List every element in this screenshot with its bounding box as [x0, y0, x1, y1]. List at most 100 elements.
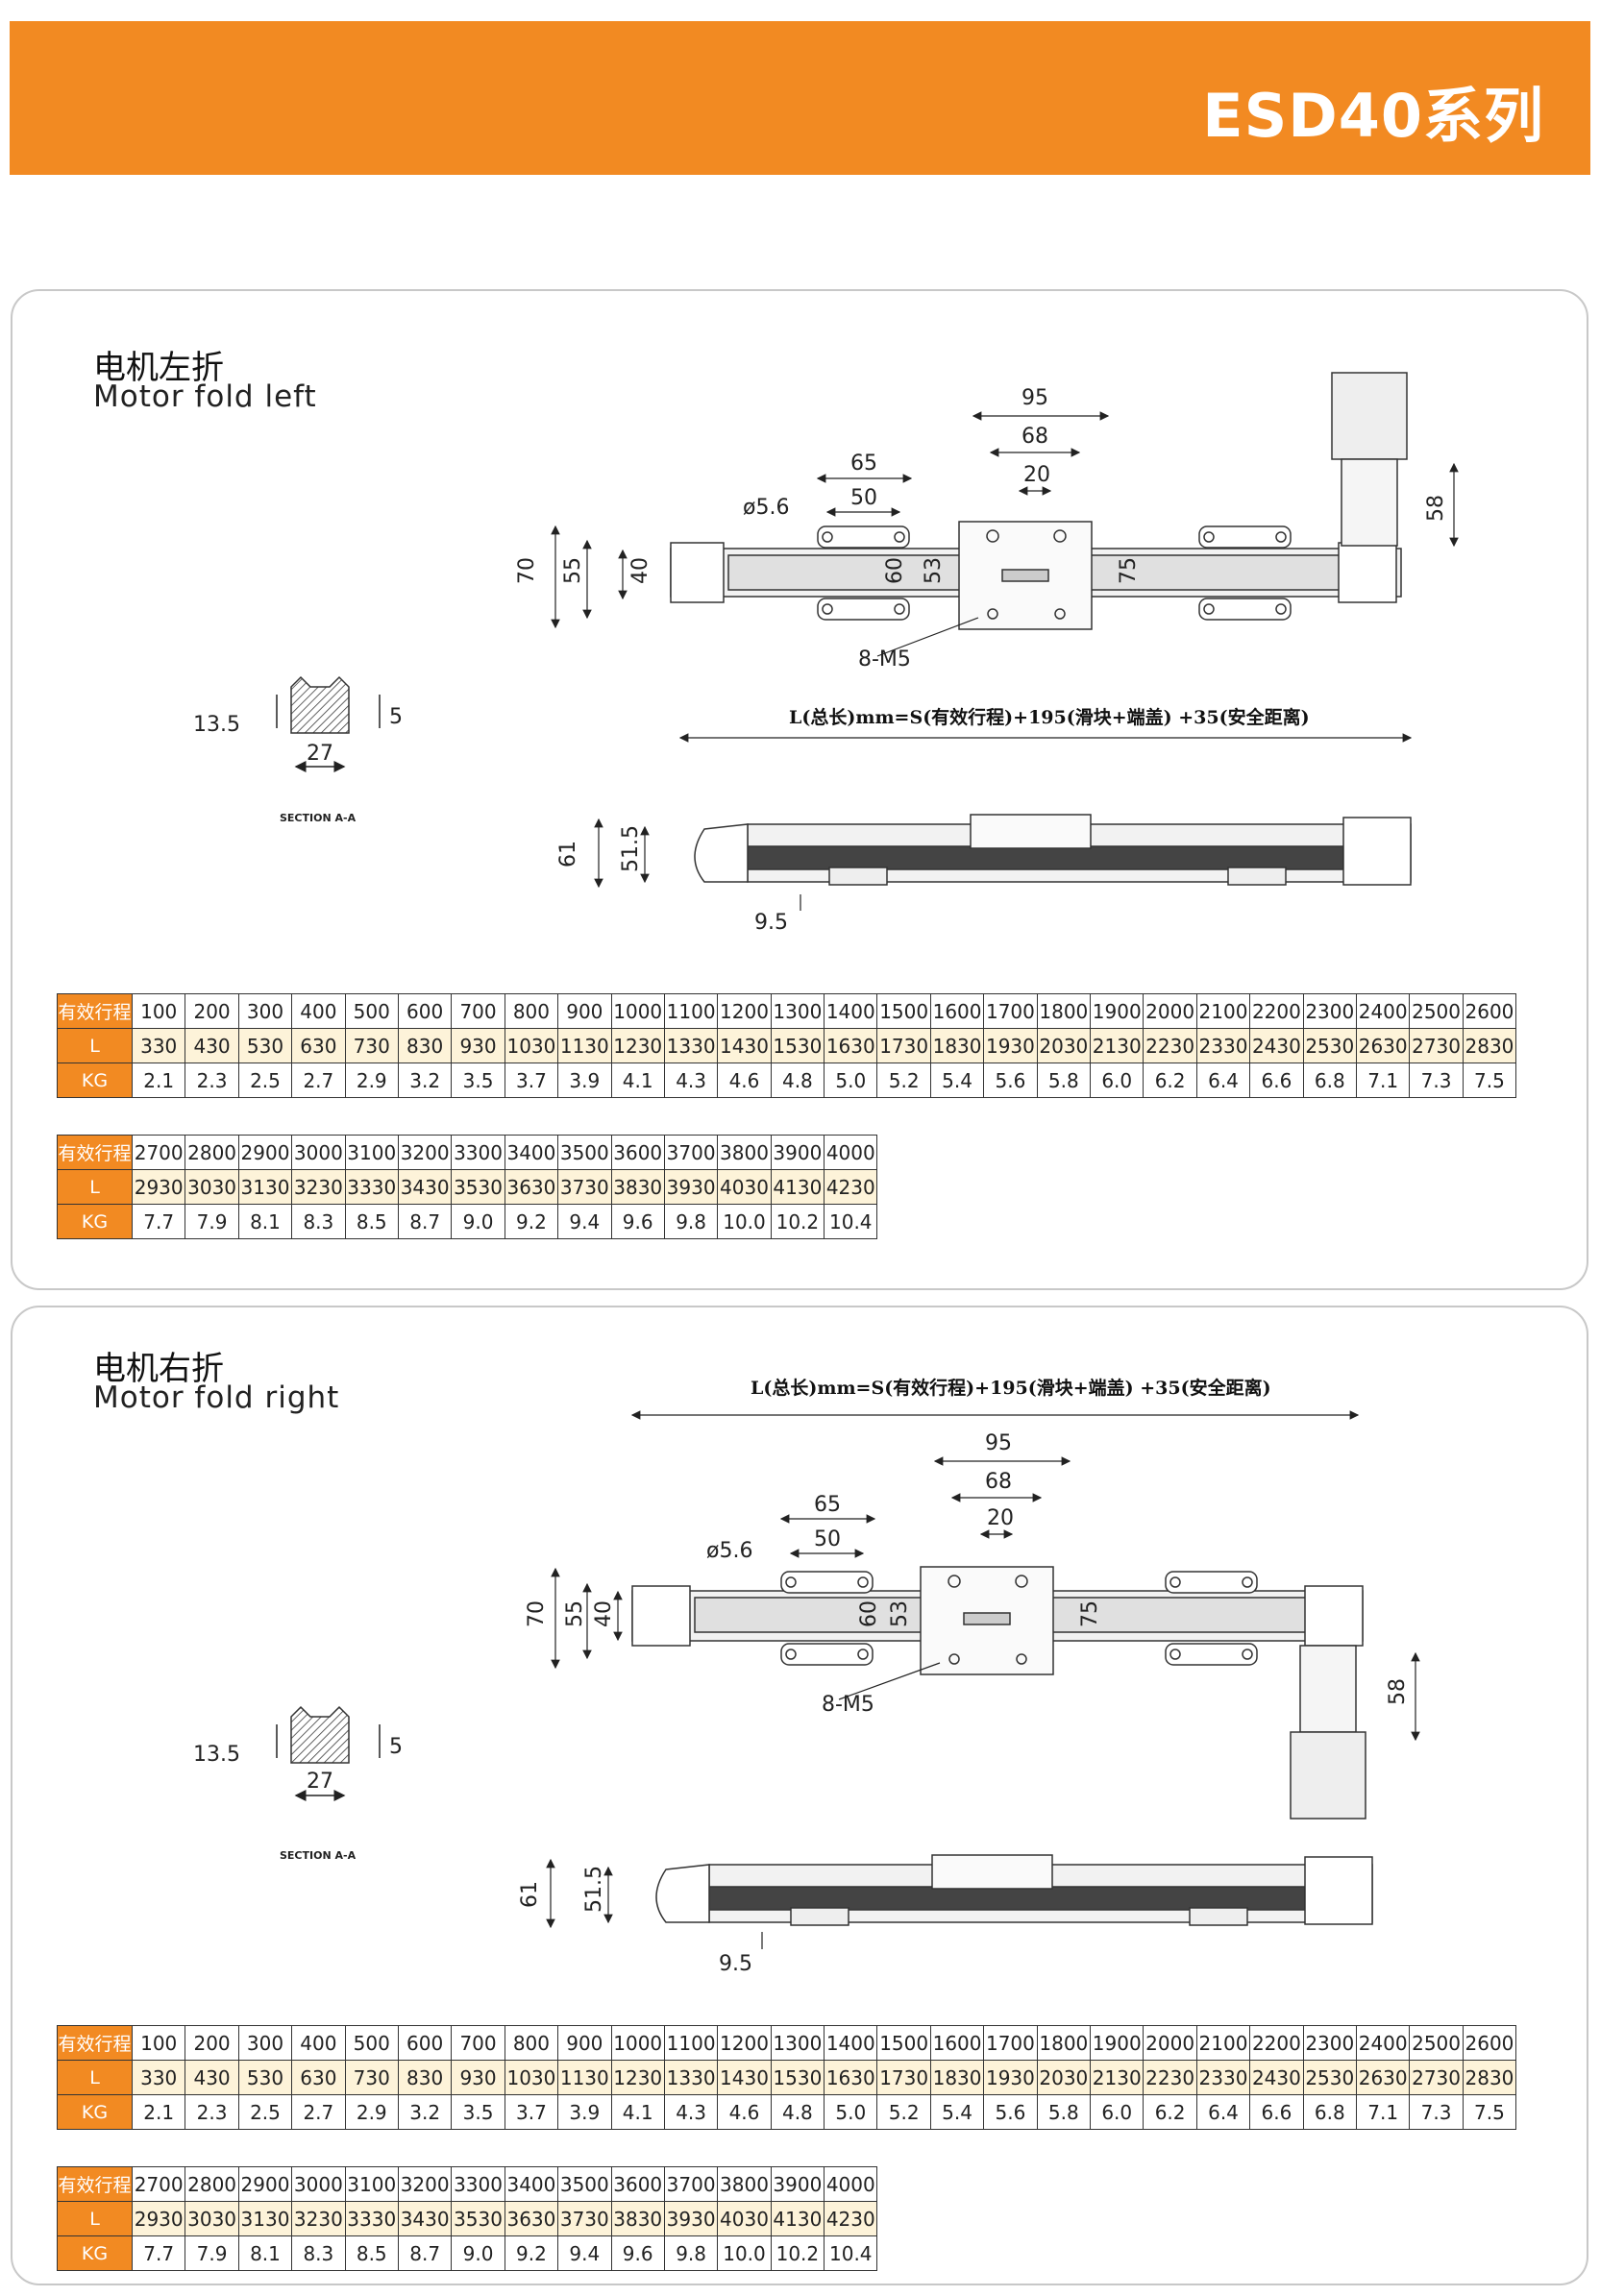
table-cell: 3830 — [610, 1169, 665, 1205]
table-cell: 730 — [344, 2060, 399, 2095]
table-cell: 7.9 — [185, 2235, 239, 2271]
row-header: KG — [57, 1204, 133, 1239]
dim-27: 27 — [307, 742, 333, 766]
table-cell: 3330 — [344, 1169, 399, 1205]
table-cell: 1330 — [663, 1028, 719, 1063]
table-cell: 1330 — [663, 2060, 719, 2095]
table-cell: 3000 — [291, 2166, 346, 2202]
table-cell: 3600 — [610, 2166, 665, 2202]
table-cell: 4.6 — [717, 1063, 772, 1098]
table-cell: 5.2 — [876, 2094, 931, 2130]
table-cell: 1500 — [876, 993, 931, 1029]
table-cell: 2400 — [1355, 993, 1411, 1029]
dim-20: 20 — [987, 1506, 1014, 1530]
row-header: 有效行程 — [57, 2025, 133, 2061]
table-cell: 6.4 — [1195, 1063, 1251, 1098]
section-label: SECTION A-A — [280, 1849, 357, 1862]
table-cell: 2330 — [1195, 1028, 1251, 1063]
table-cell: 4130 — [770, 1169, 825, 1205]
dim-65: 65 — [850, 452, 877, 476]
table-cell: 9.8 — [663, 2235, 719, 2271]
table-cell: 3530 — [451, 1169, 505, 1205]
dim-51-5: 51.5 — [582, 1866, 606, 1913]
table-cell: 1400 — [824, 993, 878, 1029]
table-cell: 6.8 — [1302, 2094, 1357, 2130]
header-banner: ESD40系列 — [10, 21, 1590, 175]
table-cell: 900 — [557, 2025, 612, 2061]
panel-motor-fold-right: 电机右折 Motor fold right L(总长)mm=S(有效行程)+19… — [11, 1306, 1588, 2285]
table-cell: 2530 — [1302, 1028, 1357, 1063]
table-cell: 2900 — [237, 2166, 293, 2202]
table-cell: 3.9 — [557, 1063, 612, 1098]
table-cell: 3130 — [237, 1169, 293, 1205]
table-cell: 330 — [131, 1028, 186, 1063]
table-cell: 5.4 — [929, 2094, 985, 2130]
dim-51-5: 51.5 — [619, 825, 643, 872]
table-cell: 8.7 — [397, 2235, 453, 2271]
table-cell: 830 — [397, 1028, 453, 1063]
table-cell: 2430 — [1249, 1028, 1304, 1063]
table-cell: 8.7 — [397, 1204, 453, 1239]
technical-drawing-right: L(总长)mm=S(有效行程)+195(滑块+端盖) +35(安全距离) — [193, 1377, 1420, 1976]
table-cell: 4.3 — [663, 2094, 719, 2130]
table-cell: 4000 — [824, 2166, 878, 2202]
table-cell: 3730 — [557, 2201, 612, 2236]
row-header: KG — [57, 2235, 133, 2271]
table-cell: 2130 — [1090, 2060, 1145, 2095]
table-cell: 2300 — [1302, 2025, 1357, 2061]
table-cell: 2.7 — [291, 2094, 346, 2130]
table-cell: 8.3 — [291, 1204, 346, 1239]
table-cell: 3230 — [291, 2201, 346, 2236]
table-cell: 9.2 — [504, 1204, 559, 1239]
dim-61: 61 — [518, 1881, 542, 1908]
top-view — [631, 1566, 1366, 1820]
table-cell: 2900 — [237, 1135, 293, 1170]
dim-13-5: 13.5 — [193, 1743, 240, 1767]
table-cell: 1130 — [557, 2060, 612, 2095]
table-cell: 4.3 — [663, 1063, 719, 1098]
table-cell: 10.0 — [717, 2235, 772, 2271]
table-cell: 2730 — [1409, 1028, 1464, 1063]
table-cell: 5.2 — [876, 1063, 931, 1098]
table-cell: 300 — [237, 2025, 293, 2061]
table-cell: 4.1 — [610, 1063, 665, 1098]
row-header: L — [57, 2201, 133, 2236]
table-cell: 2600 — [1462, 993, 1517, 1029]
table-cell: 2000 — [1143, 2025, 1197, 2061]
table-cell: 2800 — [185, 1135, 239, 1170]
table-cell: 1230 — [610, 2060, 665, 2095]
table-cell: 4000 — [824, 1135, 878, 1170]
table-cell: 800 — [504, 993, 559, 1029]
table-cell: 2.1 — [131, 2094, 186, 2130]
table-cell: 900 — [557, 993, 612, 1029]
dimension-lines-top — [551, 411, 1459, 743]
table-cell: 1930 — [983, 1028, 1038, 1063]
section-title-zh: 电机右折 — [93, 1350, 224, 1388]
table-cell: 1600 — [929, 2025, 985, 2061]
table-cell: 1800 — [1036, 2025, 1092, 2061]
table-cell: 2500 — [1409, 993, 1464, 1029]
table-cell: 1700 — [983, 993, 1038, 1029]
table-cell: 9.4 — [557, 1204, 612, 1239]
table-cell: 1630 — [824, 2060, 878, 2095]
dim-9-5: 9.5 — [719, 1952, 752, 1976]
table-cell: 7.1 — [1355, 1063, 1411, 1098]
table-cell: 2300 — [1302, 993, 1357, 1029]
panel-motor-fold-left: 电机左折 Motor fold left — [11, 289, 1588, 1290]
table-cell: 3430 — [397, 2201, 453, 2236]
table-cell: 6.2 — [1143, 1063, 1197, 1098]
table-cell: 3800 — [717, 2166, 772, 2202]
dim-61: 61 — [556, 841, 580, 867]
dim-68: 68 — [1022, 425, 1048, 449]
table-cell: 1900 — [1090, 2025, 1145, 2061]
table-cell: 1200 — [717, 993, 772, 1029]
